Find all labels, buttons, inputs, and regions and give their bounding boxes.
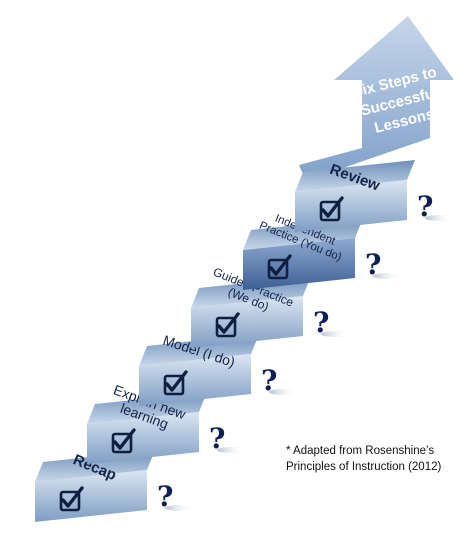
checkbox-frame: [215, 316, 237, 338]
question-mark-icon: ?: [261, 364, 277, 397]
check-mark: [269, 254, 292, 276]
footnote-line-1: * Adapted from Rosenshine’s: [286, 445, 435, 457]
checkbox-frame: [163, 374, 185, 396]
check-mark: [113, 428, 136, 450]
question-mark-shadow: [321, 331, 349, 337]
question-mark-shadow: [425, 215, 453, 221]
question-mark-icon: ?: [365, 248, 381, 281]
arrow-shape: [299, 16, 454, 181]
checkbox-icon: [267, 254, 292, 280]
check-mark: [165, 370, 188, 392]
question-mark-icon: ?: [313, 306, 329, 339]
step-6: Review?: [295, 160, 453, 232]
footnote-line-2: Principles of Instruction (2012): [286, 461, 442, 473]
step-3: Model (I do)?: [139, 332, 297, 406]
question-mark-shadow: [373, 273, 401, 279]
question-mark-icon: ?: [417, 190, 433, 223]
checkbox-frame: [319, 200, 341, 222]
checkbox-icon: [319, 196, 344, 222]
check-mark: [61, 486, 84, 508]
checkbox-icon: [215, 312, 240, 338]
checkbox-icon: [111, 428, 136, 454]
check-mark: [321, 196, 344, 218]
question-mark-shadow: [269, 389, 297, 395]
checkbox-frame: [59, 490, 81, 512]
checkbox-icon: [59, 486, 84, 512]
footnote: * Adapted from Rosenshine’s Principles o…: [286, 443, 472, 475]
step-tread: [295, 160, 415, 192]
checkbox-frame: [111, 432, 133, 454]
question-mark-shadow: [217, 447, 245, 453]
question-mark-icon: ?: [209, 422, 225, 455]
upward-arrow: Six Steps to Successful Lessons: [299, 16, 454, 181]
question-mark-shadow: [165, 505, 193, 511]
question-mark-icon: ?: [157, 480, 173, 513]
checkbox-icon: [163, 370, 188, 396]
check-mark: [217, 312, 240, 334]
checkbox-frame: [267, 258, 289, 280]
